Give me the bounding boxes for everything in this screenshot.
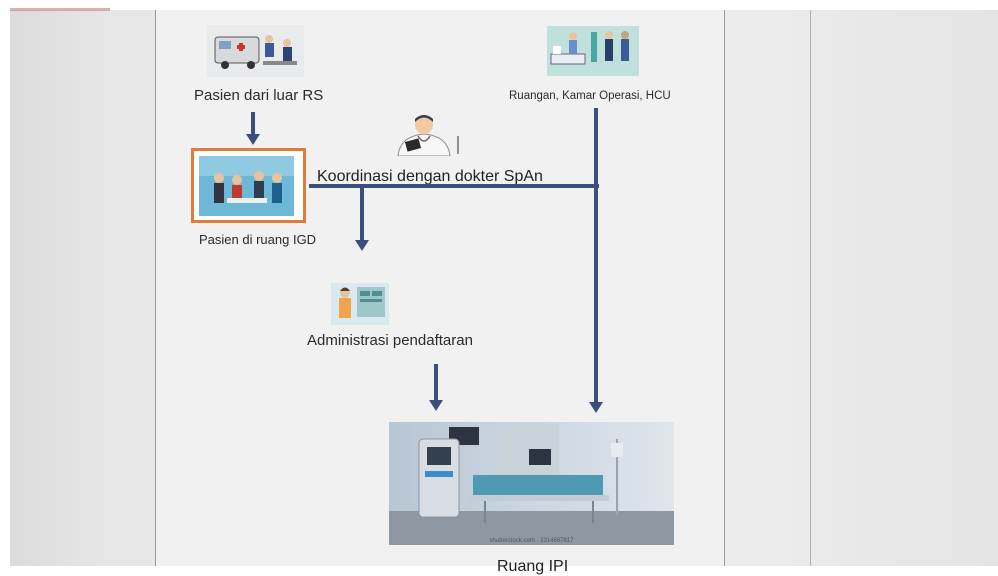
node-igd-label: Pasien di ruang IGD (199, 232, 317, 247)
ward-illustration (547, 26, 639, 76)
icu-photo: shutterstock.com · 2314667817 (389, 419, 674, 545)
arrowhead-wards-to-icu (589, 402, 603, 413)
arrow-outside-to-igd (251, 112, 255, 136)
connector-igd-coordination (309, 184, 599, 188)
node-outside-patient-label: Pasien dari luar RS (194, 87, 324, 104)
node-admin-label: Administrasi pendaftaran (307, 332, 473, 349)
arrow-coordination-to-admin (360, 188, 364, 240)
igd-illustration (191, 148, 306, 223)
window-divider-right (810, 10, 811, 566)
arrowhead-coordination-to-admin (355, 240, 369, 251)
node-wards-label: Ruangan, Kamar Operasi, HCU (509, 90, 671, 102)
arrow-admin-to-icu (434, 364, 438, 402)
arrow-wards-to-icu (594, 108, 598, 402)
stock-watermark: shutterstock.com · 2314667817 (489, 538, 574, 544)
registration-illustration (331, 283, 389, 325)
doctor-illustration (388, 112, 460, 156)
top-edge-mark (10, 8, 110, 11)
arrowhead-outside-to-igd (246, 134, 260, 145)
arrowhead-admin-to-icu (429, 400, 443, 411)
ambulance-illustration (207, 25, 304, 77)
node-icu-label: Ruang IPI (497, 558, 569, 575)
node-coordination-label: Koordinasi dengan dokter SpAn (317, 168, 543, 185)
